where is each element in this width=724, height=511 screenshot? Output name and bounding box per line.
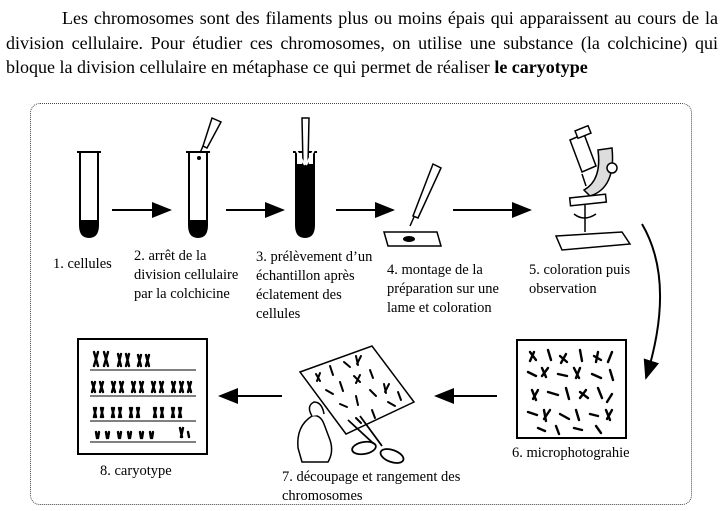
- step-5-label: 5. coloration puis observation: [529, 262, 631, 297]
- step-4-label: 4. montage de la préparation sur une lam…: [387, 262, 499, 316]
- test-tube-colchicine-icon: [186, 151, 210, 239]
- step-2-label: 2. arrêt de la division cellulaire par l…: [134, 248, 239, 302]
- step-1-label: 1. cellules: [53, 256, 112, 272]
- cut-photograph-icon: [298, 345, 416, 435]
- microscope-icon: [554, 124, 632, 251]
- intro-bold-term: le caryotype: [494, 57, 588, 77]
- karyotype-sheet-icon: [77, 338, 208, 455]
- arrow-5-6: [641, 223, 662, 380]
- step-7-label: 7. découpage et rangement des chromosome…: [282, 469, 461, 504]
- scissors-icon: [347, 415, 405, 464]
- step-8-label: 8. caryotype: [100, 463, 172, 479]
- intro-text: Les chromosomes sont des filaments plus …: [6, 8, 718, 77]
- pipette-icon: [295, 117, 315, 166]
- dropper-icon: [197, 116, 223, 160]
- microphotograph-icon: [516, 339, 627, 439]
- microscope-slide-icon: [383, 231, 442, 247]
- intro-paragraph: Les chromosomes sont des filaments plus …: [6, 6, 718, 80]
- step-3-label: 3. prélèvement d’un échantillon après éc…: [256, 249, 373, 322]
- hand-icon: [297, 401, 333, 463]
- test-tube-cells-icon: [77, 151, 101, 239]
- step-6-label: 6. microphotograhie: [512, 445, 630, 461]
- diagram-frame: [30, 103, 692, 505]
- needle-icon: [409, 162, 442, 227]
